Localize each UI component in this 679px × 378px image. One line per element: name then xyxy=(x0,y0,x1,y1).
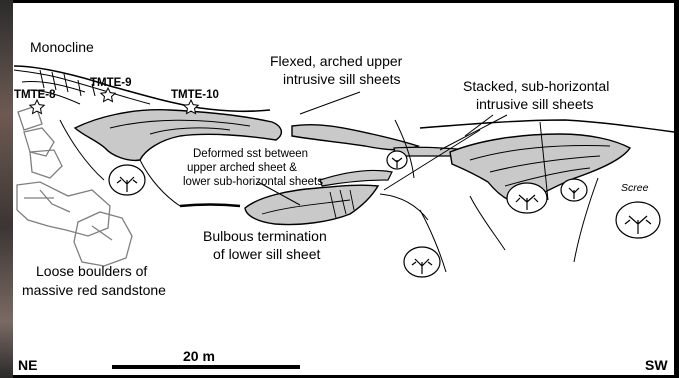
label-ne: NE xyxy=(18,357,37,373)
bush-4 xyxy=(561,179,587,201)
lower-sill-thin xyxy=(180,205,240,207)
label-monocline: Monocline xyxy=(30,39,94,55)
label-stacked-2: intrusive sill sheets xyxy=(476,96,594,112)
label-deformed-1: Deformed sst between xyxy=(193,148,308,160)
label-boulders-2: massive red sandstone xyxy=(22,282,166,298)
label-bulbous-2: of lower sill sheet xyxy=(213,246,320,262)
bush-2 xyxy=(387,151,407,169)
label-upper-sheets-2: intrusive sill sheets xyxy=(283,71,401,87)
label-upper-sheets-1: Flexed, arched upper xyxy=(270,53,403,69)
label-tmte10: TMTE-10 xyxy=(171,89,219,101)
label-scale: 20 m xyxy=(183,348,215,364)
hillslope-line xyxy=(420,120,674,132)
label-deformed-2: upper arched sheet & xyxy=(187,162,297,174)
bush-6 xyxy=(616,202,660,238)
bush-3 xyxy=(507,183,547,213)
label-bulbous-1: Bulbous termination xyxy=(203,228,327,244)
label-stacked-1: Stacked, sub-horizontal xyxy=(463,78,609,94)
label-tmte9: TMTE-9 xyxy=(90,77,132,89)
label-boulders-1: Loose boulders of xyxy=(36,263,147,279)
label-tmte8: TMTE-8 xyxy=(14,89,56,101)
label-deformed-3: lower sub-horizontal sheets xyxy=(183,176,323,188)
label-sw: SW xyxy=(645,357,668,373)
star-tmte8 xyxy=(30,100,44,114)
bush-5 xyxy=(404,247,440,277)
lower-sill-sheet xyxy=(320,170,392,186)
label-scree: Scree xyxy=(621,182,649,194)
bush-1 xyxy=(109,165,145,195)
